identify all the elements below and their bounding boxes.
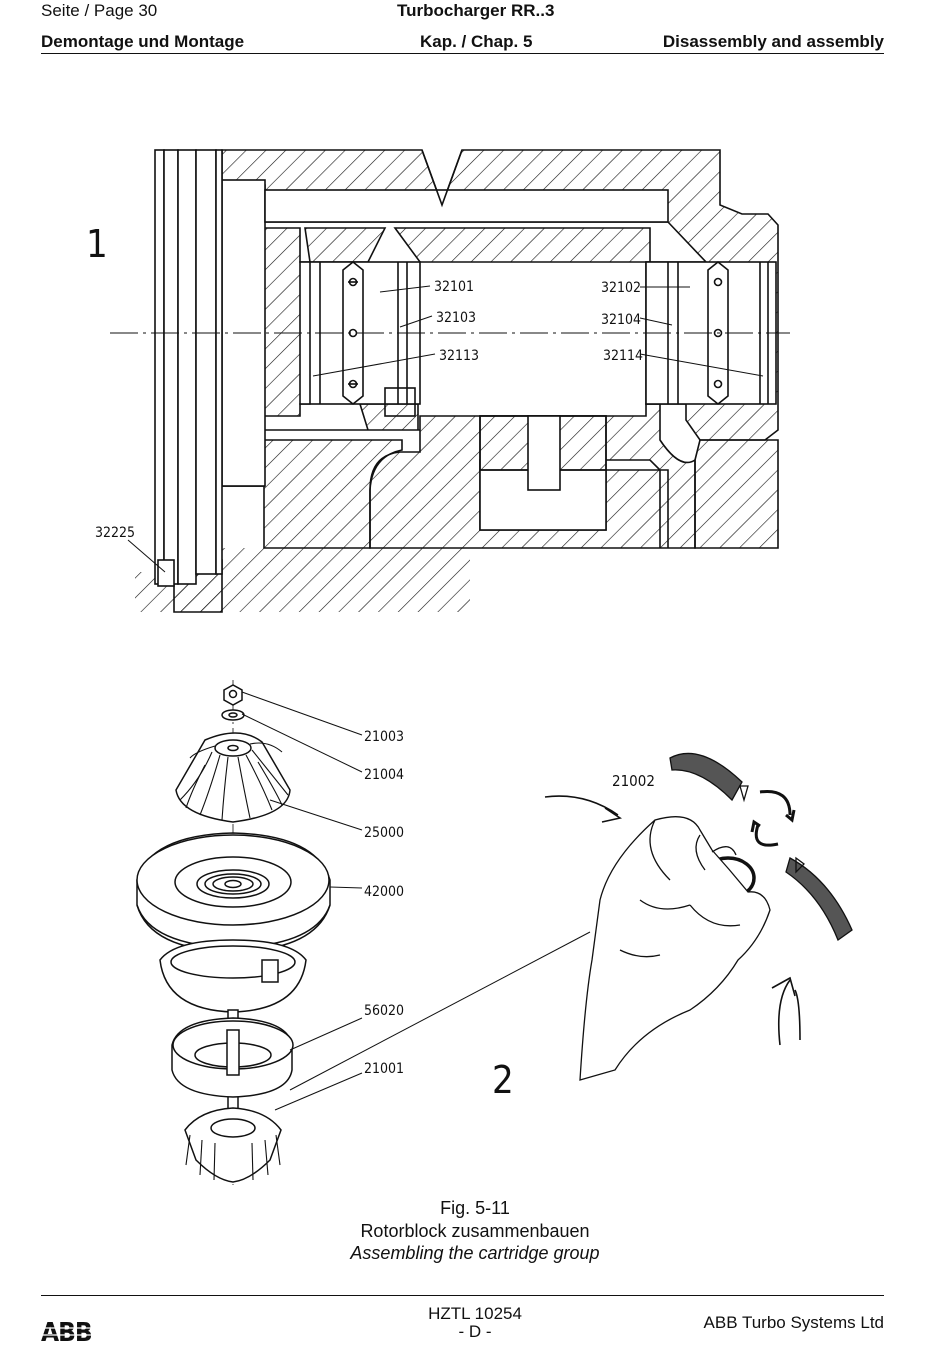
part-label-25000: 25000 [364,825,404,841]
section-view-bearing [110,149,790,613]
part-label-21003: 21003 [364,729,404,745]
part-label-32101: 32101 [434,279,474,295]
hand-with-ring-illustration [544,752,853,1081]
part-label-42000: 42000 [364,884,404,900]
part-label-32103: 32103 [436,310,476,326]
page-number: Seite / Page 30 [41,1,158,20]
part-label-32102: 32102 [601,280,641,296]
part-label-32225: 32225 [95,525,135,541]
figure-title-en: Assembling the cartridge group [350,1243,600,1263]
product-title: Turbocharger RR..3 [397,1,555,20]
chapter-label: Kap. / Chap. 5 [420,32,533,51]
part-label-32104: 32104 [601,312,641,328]
figure-number: Fig. 5-11 [440,1198,510,1218]
language-code: - D - [458,1322,492,1341]
section-title-de: Demontage und Montage [41,32,245,51]
part-label-21002: 21002 [612,772,655,790]
footer-rule [41,1295,884,1296]
part-label-21004: 21004 [364,767,404,783]
part-label-21001: 21001 [364,1061,404,1077]
part-label-32113: 32113 [439,348,479,364]
view-number-2: 2 [492,1058,514,1102]
abb-logo: ABB [41,1319,103,1345]
document-number: HZTL 10254 [428,1304,522,1323]
part-label-56020: 56020 [364,1003,404,1019]
figure-title-de: Rotorblock zusammenbauen [360,1221,590,1241]
company-name: ABB Turbo Systems Ltd [703,1313,884,1332]
section-title-en: Disassembly and assembly [662,32,884,51]
view-number-1: 1 [86,222,108,266]
part-label-32114: 32114 [603,348,643,364]
svg-text:ABB: ABB [41,1319,92,1345]
exploded-view-cartridge [136,680,591,1185]
header-rule [41,53,884,54]
